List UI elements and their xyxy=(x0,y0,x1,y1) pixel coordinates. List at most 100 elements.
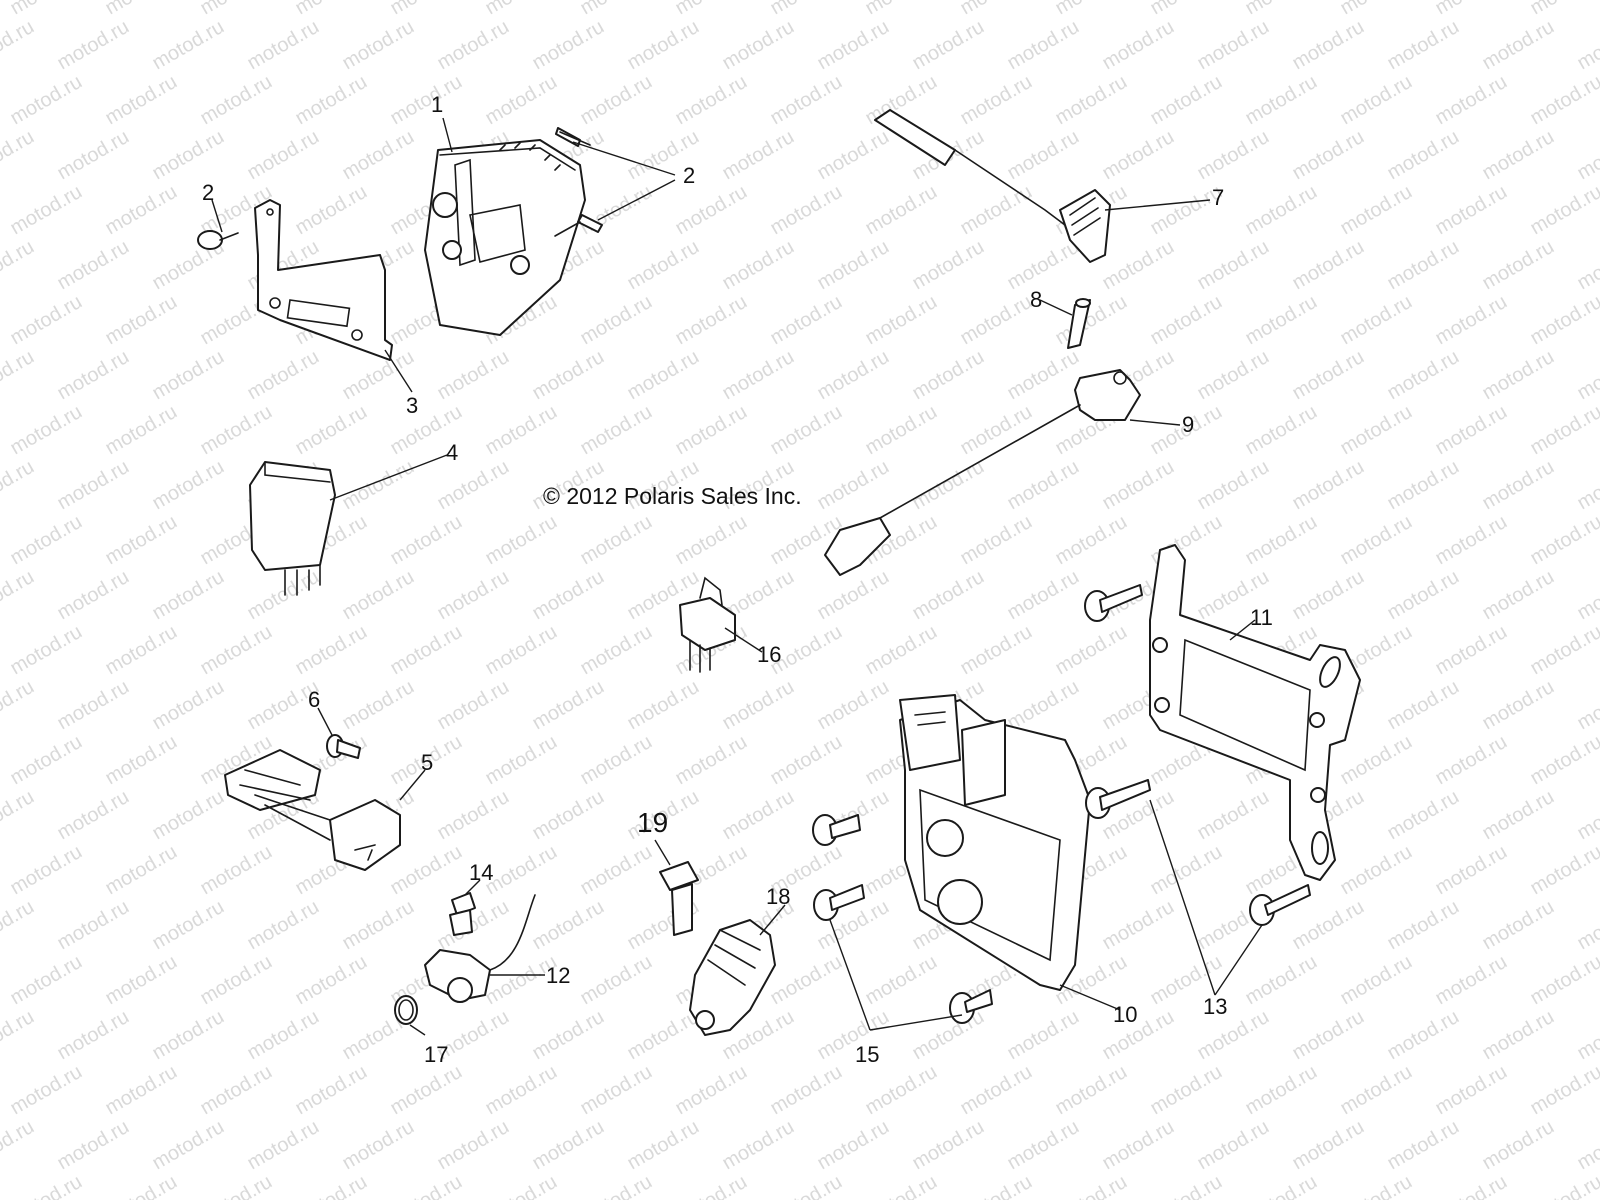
watermark-text: motod.ru xyxy=(1527,511,1600,570)
watermark-text: motod.ru xyxy=(1242,291,1321,350)
watermark-text: motod.ru xyxy=(102,0,181,19)
watermark-text: motod.ru xyxy=(1194,456,1273,515)
watermark-text: motod.ru xyxy=(244,566,323,625)
watermark-text: motod.ru xyxy=(54,1006,133,1065)
watermark-text: motod.ru xyxy=(672,731,751,790)
watermark-text: motod.ru xyxy=(1479,676,1558,735)
callout-16: 16 xyxy=(757,642,781,667)
part-17-oring xyxy=(394,995,418,1025)
watermark-text: motod.ru xyxy=(529,1116,608,1175)
watermark-text: motod.ru xyxy=(0,456,38,515)
callout-12: 12 xyxy=(546,963,570,988)
watermark-text: motod.ru xyxy=(1527,71,1600,130)
watermark-text: motod.ru xyxy=(957,1171,1036,1200)
watermark-text: motod.ru xyxy=(909,236,988,295)
watermark-text: motod.ru xyxy=(1289,1006,1368,1065)
callout-4: 4 xyxy=(446,440,458,465)
callout-8: 8 xyxy=(1030,287,1042,312)
part-16-switch xyxy=(679,576,736,673)
watermark-text: motod.ru xyxy=(7,1171,86,1200)
watermark-text: motod.ru xyxy=(1052,621,1131,680)
watermark-text: motod.ru xyxy=(1432,621,1511,680)
watermark-text: motod.ru xyxy=(672,1061,751,1120)
watermark-text: motod.ru xyxy=(1384,1116,1463,1175)
watermark-text: motod.ru xyxy=(149,1116,228,1175)
watermark-text: motod.ru xyxy=(1479,566,1558,625)
watermark-text: motod.ru xyxy=(767,401,846,460)
watermark-text: motod.ru xyxy=(1337,1171,1416,1200)
watermark-text: motod.ru xyxy=(957,181,1036,240)
watermark-text: motod.ru xyxy=(0,346,38,405)
watermark-text: motod.ru xyxy=(1147,71,1226,130)
watermark-text: motod.ru xyxy=(149,1006,228,1065)
watermark-text: motod.ru xyxy=(672,401,751,460)
watermark-text: motod.ru xyxy=(1527,841,1600,900)
watermark-text: motod.ru xyxy=(767,731,846,790)
watermark-text: motod.ru xyxy=(1289,456,1368,515)
part-2-screws xyxy=(197,127,603,250)
watermark-text: motod.ru xyxy=(244,16,323,75)
watermark-text: motod.ru xyxy=(1384,16,1463,75)
watermark-text: motod.ru xyxy=(767,181,846,240)
part-7-sensor xyxy=(874,109,1111,263)
watermark-text: motod.ru xyxy=(1574,896,1600,955)
part-3-bracket xyxy=(254,199,393,361)
watermark-text: motod.ru xyxy=(957,511,1036,570)
watermark-text: motod.ru xyxy=(0,236,38,295)
callout-6: 6 xyxy=(308,687,320,712)
watermark-text: motod.ru xyxy=(7,1061,86,1120)
watermark-text: motod.ru xyxy=(624,1116,703,1175)
watermark-text: motod.ru xyxy=(767,291,846,350)
watermark-text: motod.ru xyxy=(149,566,228,625)
watermark-text: motod.ru xyxy=(339,456,418,515)
watermark-text: motod.ru xyxy=(197,951,276,1010)
watermark-text: motod.ru xyxy=(767,0,846,19)
watermark-text: motod.ru xyxy=(1574,786,1600,845)
watermark-text: motod.ru xyxy=(1242,71,1321,130)
callout-19: 19 xyxy=(637,807,668,838)
watermark-text: motod.ru xyxy=(1337,951,1416,1010)
watermark-text: motod.ru xyxy=(1099,896,1178,955)
watermark-text: motod.ru xyxy=(1242,1171,1321,1200)
watermark-text: motod.ru xyxy=(577,291,656,350)
part-14-bolt xyxy=(449,892,476,936)
watermark-text: motod.ru xyxy=(1052,71,1131,130)
watermark-text: motod.ru xyxy=(1479,1116,1558,1175)
callout-2-left: 2 xyxy=(202,180,214,205)
watermark-text: motod.ru xyxy=(244,126,323,185)
watermark-text: motod.ru xyxy=(1432,731,1511,790)
watermark-text: motod.ru xyxy=(7,951,86,1010)
watermark-text: motod.ru xyxy=(7,401,86,460)
watermark-text: motod.ru xyxy=(672,181,751,240)
watermark-text: motod.ru xyxy=(577,1061,656,1120)
callout-1: 1 xyxy=(431,92,443,117)
watermark-text: motod.ru xyxy=(102,71,181,130)
watermark-text: motod.ru xyxy=(1194,346,1273,405)
watermark-text: motod.ru xyxy=(1004,126,1083,185)
watermark-text: motod.ru xyxy=(1574,346,1600,405)
watermark-text: motod.ru xyxy=(54,126,133,185)
callout-7: 7 xyxy=(1212,185,1224,210)
watermark-text: motod.ru xyxy=(54,786,133,845)
watermark-text: motod.ru xyxy=(292,71,371,130)
watermark-text: motod.ru xyxy=(1194,1116,1273,1175)
watermark-text: motod.ru xyxy=(1574,1006,1600,1065)
watermark-text: motod.ru xyxy=(624,16,703,75)
watermark-text: motod.ru xyxy=(814,456,893,515)
part-13-screws xyxy=(1084,584,1311,926)
callout-11: 11 xyxy=(1250,605,1273,630)
watermark-text: motod.ru xyxy=(149,896,228,955)
watermark-text: motod.ru xyxy=(1052,1061,1131,1120)
watermark-text: motod.ru xyxy=(1242,401,1321,460)
watermark-text: motod.ru xyxy=(862,1171,941,1200)
watermark-text: motod.ru xyxy=(672,0,751,19)
watermark-text: motod.ru xyxy=(149,16,228,75)
part-8-screw xyxy=(1067,298,1091,349)
watermark-text: motod.ru xyxy=(1289,236,1368,295)
callout-18: 18 xyxy=(766,884,790,909)
watermark-text: motod.ru xyxy=(7,71,86,130)
watermark-text: motod.ru xyxy=(149,346,228,405)
watermark-text: motod.ru xyxy=(339,566,418,625)
